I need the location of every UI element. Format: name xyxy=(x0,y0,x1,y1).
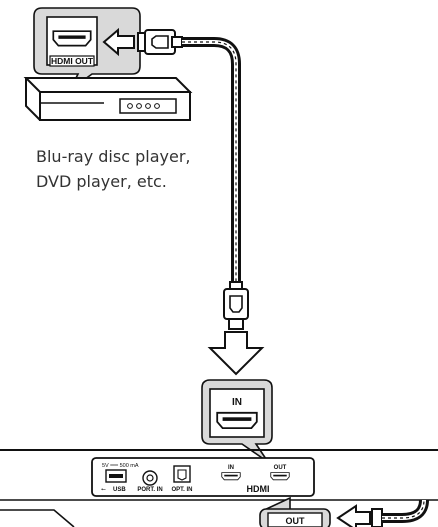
usb-label: USB xyxy=(113,487,126,493)
panel-hdmi-out-port xyxy=(270,472,290,481)
bluray-player xyxy=(23,77,193,121)
cable-plug-vertical xyxy=(223,281,249,330)
hdmi-in-callout-label: IN xyxy=(232,397,242,408)
caption-line-2: DVD player, etc. xyxy=(36,172,167,191)
port-in-label: PORT. IN xyxy=(137,487,162,493)
soundbar-body xyxy=(0,449,438,527)
usb-icon: ⭠ xyxy=(101,486,106,493)
source-callout: HDMI OUT xyxy=(33,7,141,91)
panel-hdmi-out-label: OUT xyxy=(274,465,287,471)
opt-in-label: OPT. IN xyxy=(171,487,192,493)
hdmi-out-callout: OUT xyxy=(259,496,331,527)
port-in-jack xyxy=(142,470,158,486)
rear-panel: 5V ══ 500 mA ⭠ USB PORT. IN OPT. IN IN O… xyxy=(91,457,315,497)
panel-hdmi-group-label: HDMI xyxy=(247,484,270,494)
panel-hdmi-in-port xyxy=(221,472,241,481)
caption-line-1: Blu-ray disc player, xyxy=(36,147,191,166)
usb-rating-label: 5V ══ 500 mA xyxy=(102,463,139,469)
panel-hdmi-in-label: IN xyxy=(228,465,234,471)
cable-soundbar-to-tv xyxy=(336,499,429,527)
hdmi-in-callout: IN xyxy=(201,379,273,463)
hdmi-out-callout-label: OUT xyxy=(286,516,306,526)
source-hdmi-plug xyxy=(137,29,183,55)
source-device-caption: Blu-ray disc player, DVD player, etc. xyxy=(36,144,266,194)
arrow-down-to-soundbar xyxy=(207,331,265,376)
source-arrow xyxy=(102,27,135,57)
hdmi-out-port-label: HDMI OUT xyxy=(51,56,94,66)
